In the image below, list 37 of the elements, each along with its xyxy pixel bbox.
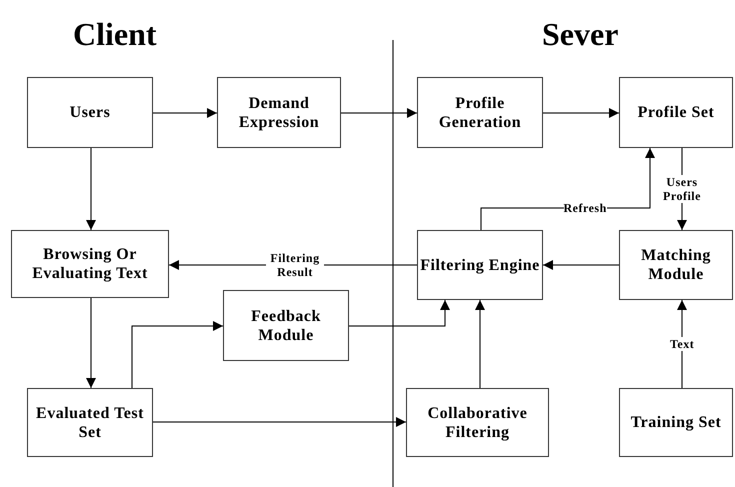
process-box [27,388,153,457]
section-heading: Sever [542,16,618,52]
arrow [152,108,218,118]
process-box [619,230,733,300]
edge-label: Refresh [564,201,607,215]
section-heading: Client [73,16,157,52]
process-box [217,77,341,148]
box-label: Evaluated Test Set [35,404,145,442]
process-box [27,77,153,148]
arrow [86,148,96,230]
process-box [11,230,169,298]
edge-label: Filtering Result [266,251,324,279]
process-box [619,388,733,457]
box-label: Matching Module [640,246,712,284]
arrow [542,260,620,270]
box-label: Training Set [630,413,722,432]
process-box [417,77,543,148]
box-label: Profile Generation [438,94,522,132]
arrow [86,298,96,388]
process-box [223,290,349,361]
arrow [348,300,450,326]
arrow [152,417,406,427]
process-box [619,77,733,148]
arrow [132,321,224,388]
process-box [406,388,549,457]
arrow [340,108,418,118]
arrow [542,108,620,118]
process-box [417,230,543,300]
box-label: Filtering Engine [420,256,540,274]
box-label: Users [70,103,110,122]
box-label: Demand Expression [238,94,320,132]
box-label: Browsing Or Evaluating Text [31,245,149,283]
arrow [475,300,485,388]
box-label: Feedback Module [250,306,322,344]
box-label: Collaborative Filtering [426,404,528,442]
edge-label: Text [670,337,694,351]
box-label: Profile Set [638,103,714,122]
